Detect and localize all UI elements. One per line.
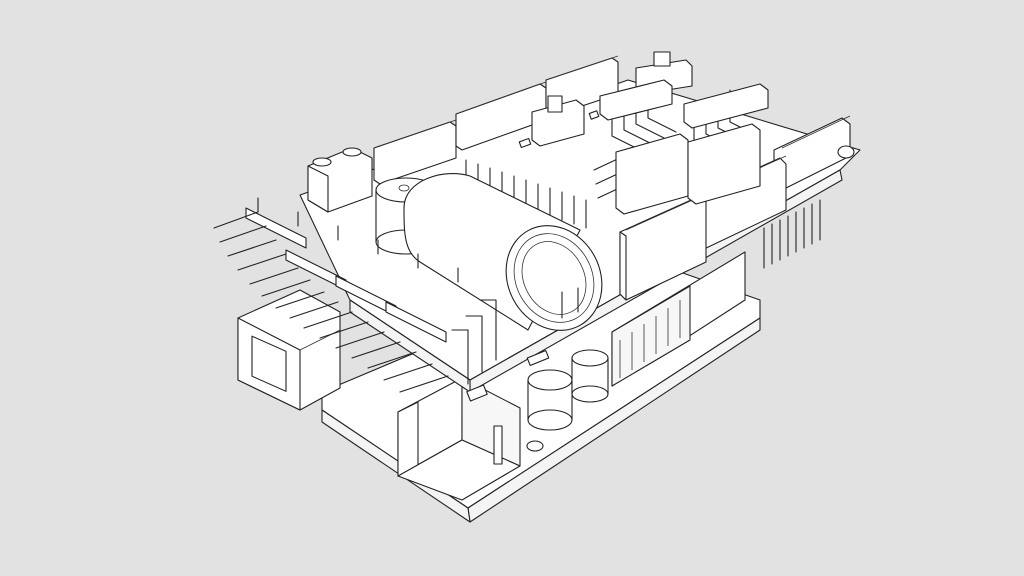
left-right-angle-pins bbox=[213, 197, 497, 393]
center-right-right-angle-pins bbox=[593, 123, 761, 215]
bottom-capacitor-2 bbox=[571, 349, 609, 403]
smd-part-top bbox=[518, 137, 532, 149]
smd-resistor bbox=[466, 384, 488, 402]
bottom-capacitor-1 bbox=[527, 369, 573, 431]
shield-mounting-hole bbox=[837, 145, 855, 159]
bottom-right-pins bbox=[763, 199, 821, 269]
smd-part-top-2 bbox=[588, 110, 600, 120]
mounting-hole bbox=[526, 440, 544, 452]
screw-terminal bbox=[307, 147, 373, 213]
back-female-header-left bbox=[373, 119, 457, 185]
bottom-pin-header bbox=[611, 251, 746, 387]
slide-switch bbox=[531, 95, 585, 147]
large-capacitor bbox=[403, 173, 603, 331]
smd-led bbox=[526, 349, 550, 367]
dc-power-jack bbox=[397, 377, 521, 501]
usb-b-connector bbox=[237, 289, 341, 411]
